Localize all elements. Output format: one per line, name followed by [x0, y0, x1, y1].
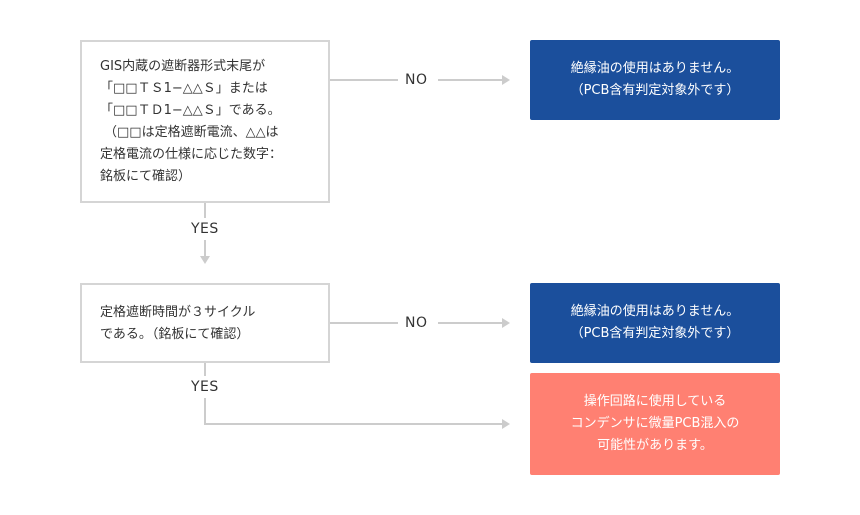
question-1-line: 銘板にて確認） [100, 169, 192, 184]
question-box-2: 定格遮断時間が３サイクル である。（銘板にて確認） [80, 283, 330, 363]
question-1-line: 定格電流の仕様に応じた数字： [100, 147, 283, 162]
q2-no-arrowhead [502, 318, 510, 328]
result-possible-pcb-line: コンデンサに微量PCB混入の [570, 416, 740, 431]
q1-no-label: NO [405, 72, 428, 88]
question-box-1: GIS内蔵の遮断器形式末尾が 「□□ＴＳ1−△△Ｓ」または 「□□ＴＤ1−△△Ｓ… [80, 40, 330, 203]
result-no-pcb-box-1: 絶縁油の使用はありません。 （PCB含有判定対象外です） [530, 40, 780, 120]
question-1-line: 「□□ＴＳ1−△△Ｓ」または [100, 81, 268, 96]
result-no-pcb-1-line: （PCB含有判定対象外です） [570, 83, 740, 98]
question-2-line: 定格遮断時間が３サイクル [100, 305, 256, 320]
result-possible-pcb-line: 操作回路に使用している [583, 394, 727, 409]
result-possible-pcb-box: 操作回路に使用している コンデンサに微量PCB混入の 可能性があります。 [530, 373, 780, 475]
q1-no-arrowhead [502, 75, 510, 85]
question-2-line: である。（銘板にて確認） [100, 327, 250, 342]
q2-no-label: NO [405, 315, 428, 331]
result-no-pcb-2-line: （PCB含有判定対象外です） [570, 326, 740, 341]
result-no-pcb-box-2: 絶縁油の使用はありません。 （PCB含有判定対象外です） [530, 283, 780, 363]
result-possible-pcb-line: 可能性があります。 [597, 438, 713, 453]
q1-yes-label: YES [191, 221, 219, 237]
q2-yes-connector-elbow [204, 398, 502, 425]
q2-yes-label: YES [191, 379, 219, 395]
result-no-pcb-1-line: 絶縁油の使用はありません。 [570, 61, 740, 76]
question-1-line: （□□は定格遮断電流、△△は [104, 125, 279, 140]
result-no-pcb-2-line: 絶縁油の使用はありません。 [570, 304, 740, 319]
question-1-line: GIS内蔵の遮断器形式末尾が [100, 59, 266, 74]
q1-yes-arrowhead [200, 256, 210, 264]
question-1-line: 「□□ＴＤ1−△△Ｓ」である。 [100, 103, 281, 118]
q2-yes-arrowhead [502, 419, 510, 429]
